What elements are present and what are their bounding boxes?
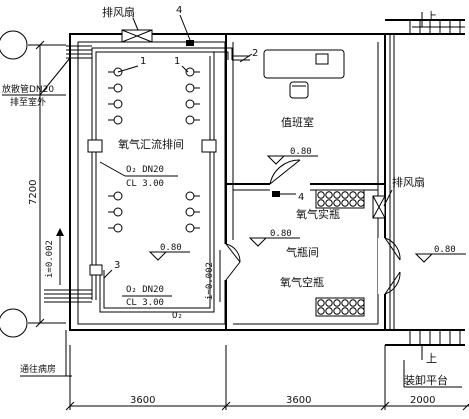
valve-blocks (87, 139, 217, 276)
full-cylinder-icon (357, 191, 365, 199)
room-duty-label: 值班室 (281, 115, 314, 129)
cylinder-row-right (185, 67, 200, 233)
callout-2: 2 (252, 48, 258, 59)
elevation-outside (414, 253, 466, 263)
oxygen-cylinder-icon (185, 207, 195, 217)
callout-4-top: 4 (176, 5, 182, 16)
oxygen-cylinder-icon (113, 207, 123, 217)
pipe-upper-cl: CL 3.00 (126, 179, 164, 189)
empty-cylinder-icon (333, 299, 341, 307)
stairs-top (409, 12, 465, 34)
empty-cylinder-icon (349, 299, 357, 307)
exhaust-fan-right-label: 排风扇 (392, 175, 425, 189)
oxygen-cylinder-icon (113, 191, 123, 201)
empty-cylinders-label: 氧气空瓶 (280, 275, 324, 289)
empty-cylinder-icon (357, 307, 365, 315)
full-cylinders-label: 氧气实瓶 (296, 207, 340, 221)
room-manifold-label: 氧气汇流排间 (118, 137, 184, 151)
elevation-duty (266, 155, 318, 165)
oxygen-cylinder-icon (185, 83, 195, 93)
dimension-w3: 2000 (410, 395, 435, 406)
pipe-lower-cl: CL 3.00 (126, 298, 164, 308)
stairs-bottom (409, 330, 465, 360)
elevation-duty-value: 0.80 (290, 147, 312, 157)
slope-left: i=0.002 (45, 240, 55, 278)
empty-cylinder-icon (317, 299, 325, 307)
full-cylinder-icon (341, 191, 349, 199)
exhaust-fan-right-icon (372, 195, 386, 219)
cylinder-row-left (108, 67, 123, 233)
slope-inner: i=0.002 (205, 262, 215, 300)
exhaust-fan-top-icon (121, 29, 153, 43)
oxygen-cylinder-icon (185, 67, 195, 77)
axis-circle-bottom-left (0, 308, 28, 338)
oxygen-cylinder-icon (185, 99, 195, 109)
oxygen-cylinder-icon (185, 115, 195, 125)
empty-cylinder-icon (325, 307, 333, 315)
callout-4-lower: 4 (298, 192, 304, 203)
platform-railing (389, 34, 395, 330)
full-cylinder-icon (349, 191, 357, 199)
manifold-pipes (91, 47, 250, 313)
elevation-outside-value: 0.80 (434, 245, 456, 255)
vent-pipe-label-1: 放散管DN20 (2, 83, 54, 95)
empty-cylinder-icon (325, 299, 333, 307)
full-cylinder-icon (333, 199, 341, 207)
exhaust-fan-top-label: 排风扇 (102, 5, 135, 19)
duty-desk (263, 49, 345, 79)
empty-cylinder-icon (341, 299, 349, 307)
pipe-lower-o2: O₂ DN20 (126, 285, 164, 295)
pipe-o2-bottom: O₂ (172, 311, 183, 321)
empty-cylinder-icon (341, 307, 349, 315)
elevation-cylinder-value: 0.80 (270, 229, 292, 239)
axis-circle-top-left (0, 30, 28, 60)
callout-3: 3 (114, 260, 120, 271)
callout-1-right: 1 (174, 56, 180, 67)
empty-cylinder-icon (357, 299, 365, 307)
full-cylinder-icon (341, 199, 349, 207)
full-cylinder-icon (317, 191, 325, 199)
dimension-w1: 3600 (130, 395, 155, 406)
stairs-up-bottom-label: 上 (426, 352, 437, 365)
full-cylinder-icon (317, 199, 325, 207)
elevation-cylinder (248, 237, 300, 247)
full-cylinder-icon (357, 199, 365, 207)
oxygen-cylinder-icon (113, 223, 123, 233)
oxygen-cylinder-icon (185, 223, 195, 233)
full-cylinder-icon (325, 199, 333, 207)
oxygen-cylinder-icon (113, 115, 123, 125)
elevation-manifold-value: 0.80 (160, 243, 182, 253)
empty-cylinder-icon (349, 307, 357, 315)
duty-chair-icon (289, 81, 309, 99)
oxygen-cylinder-icon (185, 191, 195, 201)
axis-markers (0, 30, 66, 338)
full-cylinder-icon (333, 191, 341, 199)
stairs-up-top-label: 上 (426, 10, 437, 23)
empty-cylinder-icon (333, 307, 341, 315)
full-cylinder-group (315, 189, 365, 209)
full-cylinder-icon (349, 199, 357, 207)
callout-1-left: 1 (140, 56, 146, 67)
oxygen-cylinder-icon (113, 83, 123, 93)
vent-pipes (44, 45, 92, 303)
empty-cylinder-group (315, 297, 365, 317)
full-cylinder-icon (325, 191, 333, 199)
dimension-height (35, 40, 45, 328)
dimension-w2: 3600 (286, 395, 311, 406)
dimension-height-value: 7200 (28, 180, 39, 205)
empty-cylinder-icon (317, 307, 325, 315)
doors (222, 159, 401, 295)
loading-platform-label: 装卸平台 (404, 373, 448, 387)
elevation-manifold (148, 251, 190, 261)
room-cylinder-label: 气瓶间 (286, 245, 319, 259)
oxygen-cylinder-icon (113, 99, 123, 109)
to-ward-label: 通往病房 (20, 363, 56, 375)
dimension-chain (65, 345, 469, 411)
pipe-upper-o2: O₂ DN20 (126, 165, 164, 175)
vent-pipe-label-2: 排至室外 (10, 96, 46, 108)
